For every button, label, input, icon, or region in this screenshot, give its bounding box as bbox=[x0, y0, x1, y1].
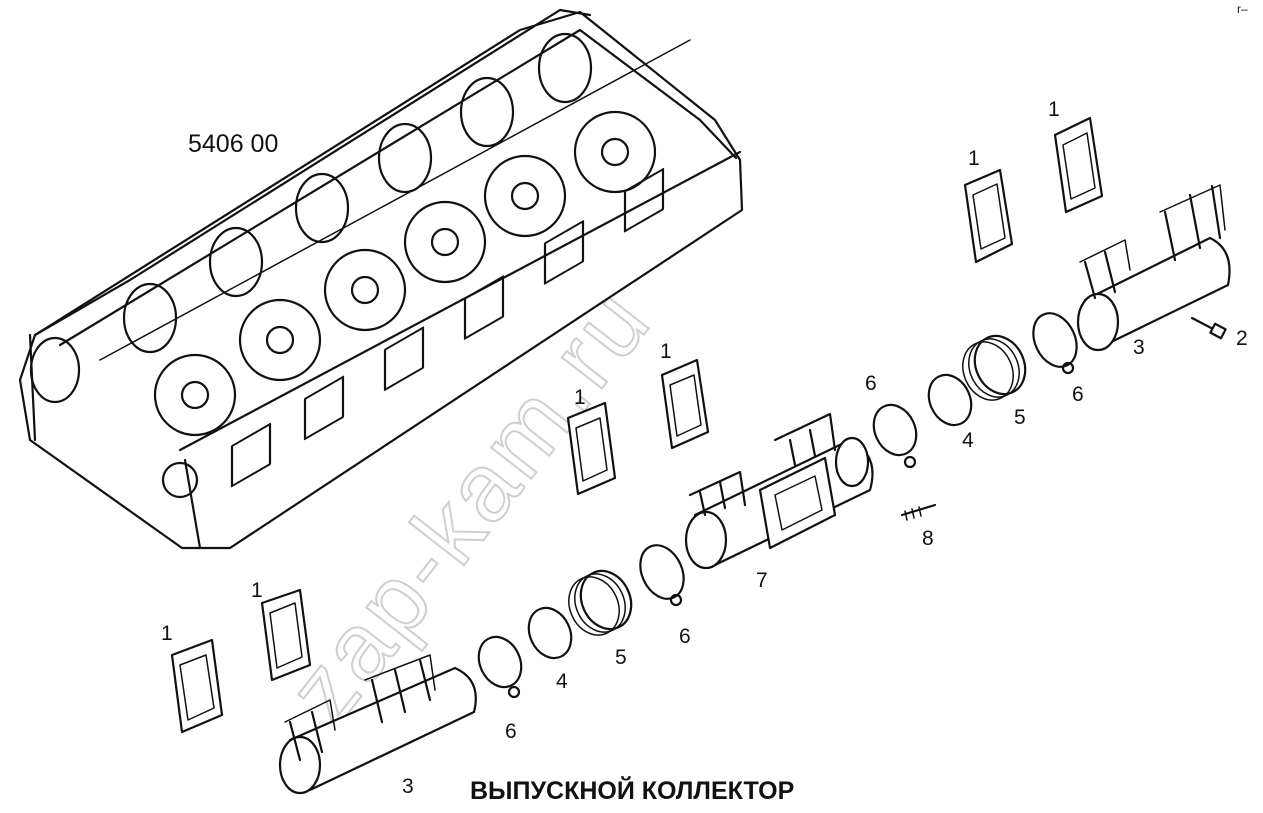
assembly-number: 5406 00 bbox=[188, 130, 278, 158]
callout-gasket-e: 1 bbox=[251, 579, 263, 602]
ring-lower bbox=[527, 606, 573, 660]
callout-clamp-b: 6 bbox=[865, 372, 877, 395]
gasket-pair-middle bbox=[566, 358, 710, 496]
front-manifold-section bbox=[278, 654, 477, 795]
callout-bellows-upper: 5 bbox=[1014, 406, 1026, 429]
bellows-lower bbox=[568, 569, 633, 636]
callout-gasket-c: 1 bbox=[660, 340, 672, 363]
rear-manifold-section bbox=[1076, 184, 1231, 352]
callout-clamp-d: 6 bbox=[505, 720, 517, 743]
middle-manifold-section bbox=[684, 412, 874, 570]
callout-ring-lower: 4 bbox=[556, 670, 568, 693]
callout-clamp-a: 6 bbox=[1072, 383, 1084, 406]
stud bbox=[900, 503, 937, 521]
callout-gasket-f: 1 bbox=[161, 622, 173, 645]
gasket-pair-left bbox=[170, 588, 312, 734]
callout-gasket-d: 1 bbox=[574, 386, 586, 409]
callout-rear-manifold: 3 bbox=[1133, 336, 1145, 359]
diagram-caption: ВЫПУСКНОЙ КОЛЛЕКТОР bbox=[470, 775, 794, 805]
cylinder-head bbox=[18, 8, 744, 550]
callout-ring-upper: 4 bbox=[962, 429, 974, 452]
gasket-pair-right bbox=[963, 116, 1104, 264]
clamp-lower-left bbox=[477, 635, 523, 699]
bolt bbox=[1190, 316, 1227, 340]
callout-gasket-b: 1 bbox=[968, 147, 980, 170]
callout-clamp-c: 6 bbox=[679, 625, 691, 648]
callout-stud: 8 bbox=[922, 527, 934, 550]
callout-gasket-a: 1 bbox=[1048, 98, 1060, 121]
ring-upper bbox=[927, 373, 973, 427]
clamp-upper-right bbox=[1032, 312, 1078, 375]
clamp-upper-left bbox=[872, 403, 918, 469]
callout-middle-manifold: 7 bbox=[756, 569, 768, 592]
clamp-lower-right bbox=[639, 544, 685, 607]
bellows-upper bbox=[962, 334, 1027, 401]
callout-bolt: 2 bbox=[1236, 327, 1248, 350]
corner-mark: r– bbox=[1237, 2, 1248, 16]
callout-bellows-lower: 5 bbox=[615, 646, 627, 669]
callout-front-manifold: 3 bbox=[402, 775, 414, 798]
